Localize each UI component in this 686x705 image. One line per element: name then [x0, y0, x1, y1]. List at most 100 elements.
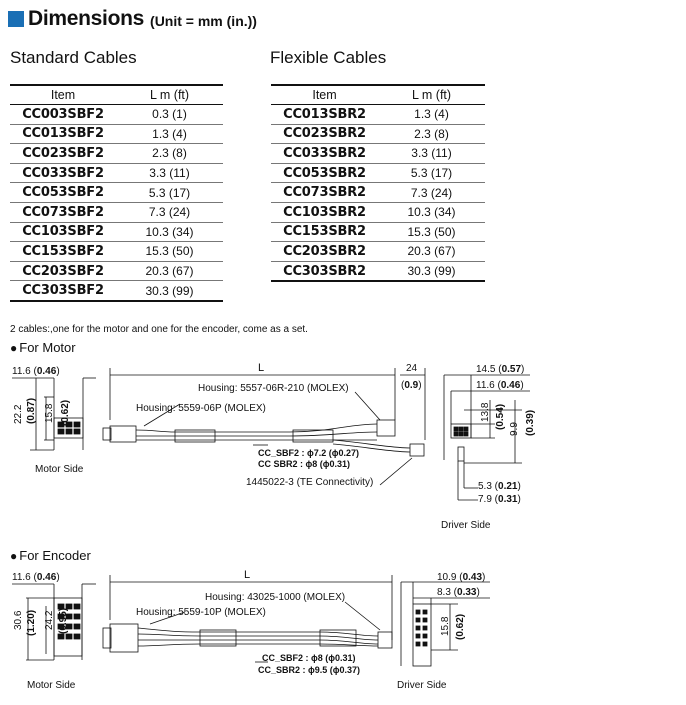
motor-driver-h2-in: (0.39) — [525, 410, 536, 436]
svg-text:11.6 (0.46): 11.6 (0.46) — [12, 572, 60, 583]
cable-length: 7.3 (24) — [378, 182, 485, 203]
cable-item-code: CC003SBF2 — [10, 104, 116, 125]
encoder-driver-side-view — [400, 581, 490, 667]
cable-item-code: CC073SBR2 — [271, 182, 378, 203]
cable-item-code: CC103SBR2 — [271, 202, 378, 223]
motor-driver-b2-in: 0.31 — [498, 494, 518, 505]
motor-motor-side-label: Motor Side — [35, 464, 84, 475]
cable-item-code: CC033SBR2 — [271, 143, 378, 164]
encoder-width-in: 0.46 — [37, 572, 57, 583]
encoder-width-mm: 11.6 ( — [12, 572, 37, 583]
encoder-driver-h-in: (0.62) — [455, 614, 466, 640]
cable-length: 30.3 (99) — [378, 261, 485, 283]
cable-length: 3.3 (11) — [378, 143, 485, 164]
motor-length-L: L — [258, 362, 264, 374]
motor-height1-mm: 22.2 — [13, 404, 24, 424]
cable-length: 2.3 (8) — [378, 124, 485, 145]
encoder-driver-w2-in: 0.33 — [457, 587, 477, 598]
motor-driver-w2-mm: 11.6 ( — [476, 380, 501, 391]
cable-item-code: CC153SBF2 — [10, 241, 116, 262]
unit-note: (Unit = mm (in.)) — [150, 13, 257, 29]
column-header-item: Item — [271, 84, 378, 105]
cable-length: 1.3 (4) — [116, 124, 223, 145]
svg-text:5.3 (0.21): 5.3 (0.21) — [478, 481, 521, 492]
cable-length: 30.3 (99) — [116, 280, 223, 302]
encoder-driver-w1-in: 0.43 — [463, 572, 483, 583]
encoder-height2-in: (0.95) — [58, 608, 69, 634]
svg-text:10.9 (0.43): 10.9 (0.43) — [437, 572, 485, 583]
motor-sbf2-diameter: CC_SBF2 : ϕ7.2 (ϕ0.27) — [258, 448, 359, 458]
cable-item-code: CC013SBR2 — [271, 104, 378, 125]
cable-item-code: CC103SBF2 — [10, 222, 116, 243]
column-header-length: L m (ft) — [378, 84, 485, 105]
motor-driver-side-label: Driver Side — [441, 520, 491, 531]
motor-housing-driver: Housing: 5557-06R-210 (MOLEX) — [198, 383, 349, 394]
cable-length: 1.3 (4) — [378, 104, 485, 125]
cable-item-code: CC053SBR2 — [271, 163, 378, 184]
svg-text:7.9 (0.31): 7.9 (0.31) — [478, 494, 521, 505]
encoder-length-L: L — [244, 569, 250, 581]
encoder-motor-side-view — [12, 583, 96, 661]
column-header-item: Item — [10, 84, 116, 105]
cable-length: 15.3 (50) — [116, 241, 223, 262]
cable-item-code: CC013SBF2 — [10, 124, 116, 145]
encoder-section-title: For Encoder — [19, 548, 91, 563]
motor-driver-side-view — [443, 374, 530, 501]
cable-item-code: CC153SBR2 — [271, 222, 378, 243]
cable-length: 7.3 (24) — [116, 202, 223, 223]
motor-cable-side-view — [102, 368, 426, 486]
encoder-height1-in: (1.20) — [26, 610, 37, 636]
cable-item-code: CC203SBR2 — [271, 241, 378, 262]
column-header-length: L m (ft) — [116, 84, 223, 105]
motor-height1-in: (0.87) — [26, 398, 37, 424]
cable-length: 0.3 (1) — [116, 104, 223, 125]
cable-item-code: CC303SBF2 — [10, 280, 116, 302]
cable-length: 20.3 (67) — [378, 241, 485, 262]
encoder-driver-w2-mm: 8.3 ( — [437, 587, 458, 598]
motor-driver-b1-mm: 5.3 ( — [478, 481, 499, 492]
motor-te-connector: 1445022-3 (TE Connectivity) — [246, 477, 373, 488]
motor-housing-motor: Housing: 5559-06P (MOLEX) — [136, 403, 266, 414]
motor-driver-w2-in: 0.46 — [501, 380, 521, 391]
svg-text:11.6 (0.46): 11.6 (0.46) — [476, 380, 524, 391]
cable-length: 5.3 (17) — [378, 163, 485, 184]
svg-text:14.5 (0.57): 14.5 (0.57) — [476, 364, 524, 375]
encoder-housing-driver: Housing: 43025-1000 (MOLEX) — [205, 592, 345, 603]
motor-driver-h1-in: (0.54) — [495, 404, 506, 430]
encoder-driver-w1-mm: 10.9 ( — [437, 572, 463, 583]
cable-length: 10.3 (34) — [378, 202, 485, 223]
motor-width-in: 0.46 — [37, 366, 57, 377]
section-marker-square — [8, 11, 24, 27]
cable-length: 20.3 (67) — [116, 261, 223, 282]
cable-item-code: CC073SBF2 — [10, 202, 116, 223]
cable-length: 10.3 (34) — [116, 222, 223, 243]
encoder-driver-side-label: Driver Side — [397, 680, 447, 691]
motor-height2-mm: 15.8 — [44, 403, 55, 423]
bullet-icon: ● — [10, 549, 18, 563]
encoder-height2-mm: 24.2 — [44, 610, 55, 630]
svg-text:8.3 (0.33): 8.3 (0.33) — [437, 587, 480, 598]
encoder-cable-side-view — [102, 575, 393, 663]
cable-item-code: CC033SBF2 — [10, 163, 116, 184]
motor-driver-h1-mm: 13.8 — [480, 402, 491, 422]
cable-item-code: CC023SBF2 — [10, 143, 116, 164]
cable-item-code: CC303SBR2 — [271, 261, 378, 283]
cable-item-code: CC023SBR2 — [271, 124, 378, 145]
cable-length: 5.3 (17) — [116, 182, 223, 203]
motor-driver-w1-in: 0.57 — [502, 364, 522, 375]
encoder-housing-motor: Housing: 5559-10P (MOLEX) — [136, 607, 266, 618]
motor-height2-in: (0.62) — [60, 400, 71, 426]
motor-dim-24: 24 — [406, 363, 418, 374]
cable-length: 15.3 (50) — [378, 222, 485, 243]
